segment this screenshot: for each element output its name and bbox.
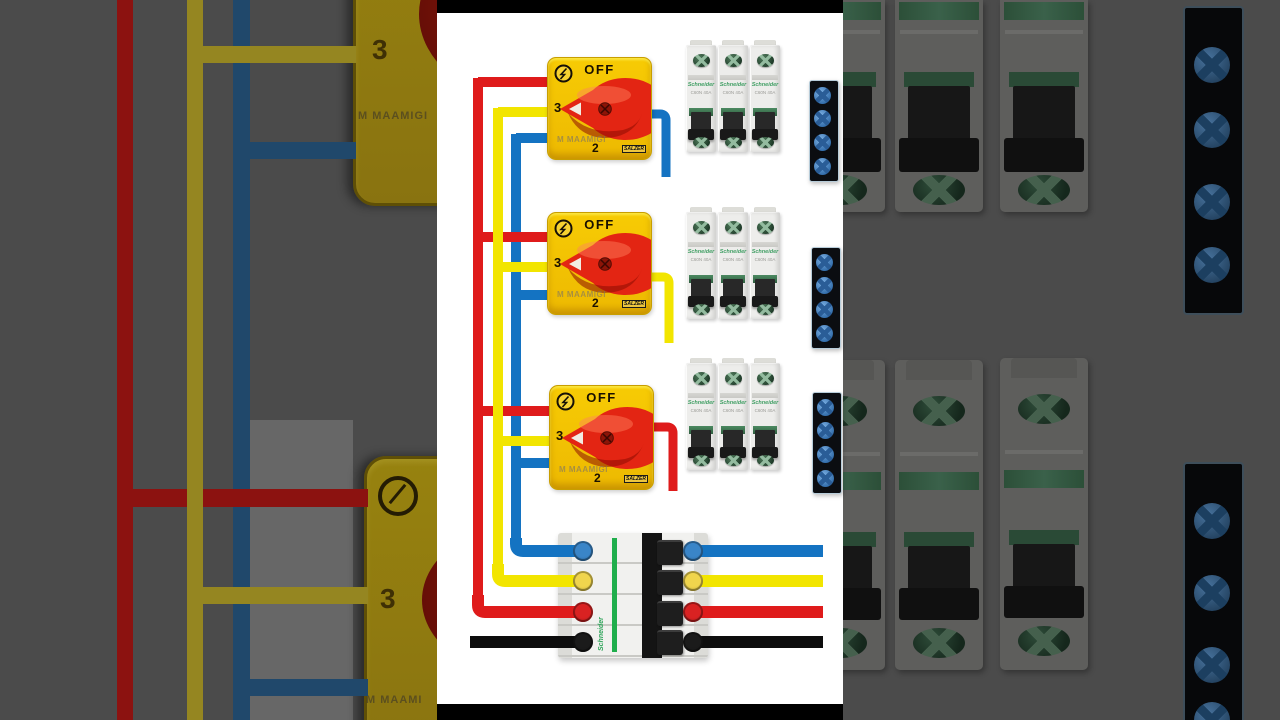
mcb-spec: C60N 40A [690, 257, 712, 262]
mcb-brand: Schneider [687, 400, 715, 406]
mcb-brand: Schneider [751, 82, 779, 88]
mcb-spec: C60N 40A [722, 90, 744, 95]
bg-mcb [843, 0, 885, 212]
mcb-spec: C60N 40A [722, 257, 744, 262]
pole-count-label: 3 [556, 428, 564, 443]
bg-mcb [895, 360, 983, 670]
breaker-toggle [657, 601, 683, 626]
watermark-text: M MAAMIGI [559, 465, 608, 474]
maker-logo: SALZER [622, 300, 646, 308]
size-label: 2 [592, 296, 599, 310]
size-label: 2 [594, 471, 601, 485]
mcb-brand: Schneider [719, 82, 747, 88]
mcb-brand: Schneider [719, 249, 747, 255]
bg-mcb [1000, 358, 1088, 670]
bg-isolator-top-num: 3 [372, 34, 388, 65]
breaker-toggle [657, 630, 683, 655]
isolator-switch-2: OFF 3 M MAAMIGI 2 SALZER [547, 212, 652, 315]
terminal-yellow-out [683, 571, 703, 591]
mcb-spec: C60N 40A [722, 408, 744, 413]
mcb-spec: C60N 40A [690, 408, 712, 413]
watermark-text: M MAAMIGI [557, 135, 606, 144]
breaker-toggle [657, 570, 683, 595]
terminal-red-in [573, 602, 593, 622]
isolator-switch-3: OFF 3 M MAAMIGI 2 SALZER [549, 385, 654, 490]
mcb-spec: C60N 40A [754, 257, 776, 262]
maker-logo: SALZER [624, 475, 648, 483]
bg-wire-blue-vertical [233, 0, 250, 720]
terminal-blue-out [683, 541, 703, 561]
bg-terminal-block-bottom [1183, 462, 1244, 720]
rotary-knob-icon [560, 78, 651, 140]
bg-watermark: M MAAMI [366, 694, 423, 706]
mcb-spec: C60N 40A [754, 408, 776, 413]
diagram-column: OFF 3 M MAAMIGI 2 SALZER OFF 3 [437, 0, 843, 720]
pole-count-label: 3 [554, 255, 562, 270]
bg-wire-red-vertical [117, 0, 133, 720]
bg-wire-yellow-vertical [187, 0, 203, 720]
bg-mcb [843, 360, 885, 670]
size-label: 2 [592, 141, 599, 155]
mcb-spec: C60N 40A [754, 90, 776, 95]
isolator-switch-1: OFF 3 M MAAMIGI 2 SALZER [547, 57, 652, 160]
terminal-block-3 [812, 392, 842, 494]
mcb-spec: C60N 40A [690, 90, 712, 95]
rotary-knob-icon [562, 407, 653, 469]
bg-wire-blue-branch [249, 679, 368, 696]
lt-logo-icon [556, 392, 575, 411]
mcb-brand: Schneider [687, 82, 715, 88]
off-label: OFF [586, 390, 617, 405]
mcb-brand: Schneider [751, 400, 779, 406]
terminal-black-in [573, 632, 593, 652]
bg-watermark: M MAAMIGI [358, 110, 429, 122]
terminal-black-out [683, 632, 703, 652]
rotary-knob-icon [560, 233, 651, 295]
bg-lt-logo-icon [378, 476, 418, 516]
terminal-block-1 [809, 80, 839, 182]
lt-logo-icon [554, 219, 573, 238]
letterbox-bar-bottom [437, 704, 843, 720]
bg-wire-blue-branch [241, 142, 356, 159]
background-right-panel [843, 0, 1280, 720]
mcb-brand: Schneider [687, 249, 715, 255]
breaker-toggle [657, 540, 683, 565]
bg-light-patch [250, 420, 353, 720]
breaker-toggle-bar [642, 533, 662, 658]
mcb-brand: Schneider [751, 249, 779, 255]
wire-lines [470, 77, 823, 648]
off-label: OFF [584, 62, 615, 77]
terminal-block-2 [811, 247, 841, 349]
bg-wire-yellow-branch [195, 587, 368, 604]
bg-terminal-block-top [1183, 6, 1244, 315]
terminal-yellow-in [573, 571, 593, 591]
off-label: OFF [584, 217, 615, 232]
bg-mcb [1000, 0, 1088, 212]
maker-logo: SALZER [622, 145, 646, 153]
background-left-panel: 3 M MAAMIGI 3 M MAAMI [0, 0, 437, 720]
breaker-brand: Schneider [598, 617, 605, 651]
bg-wire-yellow-branch [195, 46, 356, 63]
bg-wire-red-branch [125, 489, 368, 507]
mcb-brand: Schneider [719, 400, 747, 406]
terminal-blue-in [573, 541, 593, 561]
bg-isolator-bottom-num: 3 [380, 583, 396, 614]
bg-mcb [895, 0, 983, 212]
terminal-red-out [683, 602, 703, 622]
watermark-text: M MAAMIGI [557, 290, 606, 299]
letterbox-bar-top [437, 0, 843, 13]
breaker-stripe [612, 538, 617, 652]
pole-count-label: 3 [554, 100, 562, 115]
lt-logo-icon [554, 64, 573, 83]
main-breaker: Schneider [558, 533, 708, 658]
